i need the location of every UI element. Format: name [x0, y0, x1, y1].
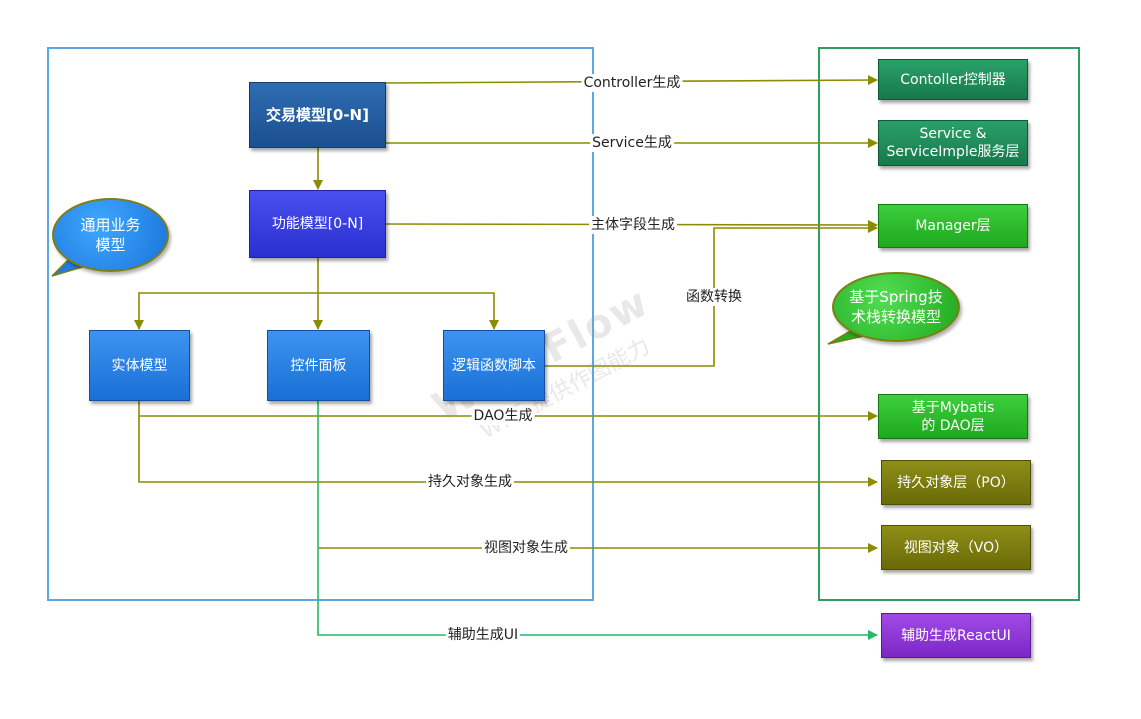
spring-stack-callout: 基于Spring技 术栈转换模型: [832, 272, 960, 342]
logic-script-node[interactable]: 逻辑函数脚本: [443, 330, 545, 401]
control-panel-node[interactable]: 控件面板: [267, 330, 370, 401]
service-gen-label: Service生成: [590, 134, 674, 152]
dao-gen-label: DAO生成: [471, 407, 535, 425]
function-model-node[interactable]: 功能模型[0-N]: [249, 190, 386, 258]
ui-gen-label: 辅助生成UI: [445, 626, 521, 644]
service-layer-node[interactable]: Service & ServiceImple服务层: [878, 120, 1028, 166]
po-gen-label: 持久对象生成: [426, 473, 514, 491]
edge-to-entity: [134, 292, 318, 330]
vo-gen-label: 视图对象生成: [482, 539, 570, 557]
manager-layer-node[interactable]: Manager层: [878, 204, 1028, 248]
controller-gen-label: Controller生成: [581, 74, 683, 92]
controller-layer-node[interactable]: Contoller控制器: [878, 59, 1028, 100]
spring-stack-frame: [818, 47, 1080, 601]
general-business-text: 通用业务 模型: [80, 216, 141, 254]
trade-model-node[interactable]: 交易模型[0-N]: [249, 82, 386, 148]
edge-to-logic: [318, 292, 499, 330]
entity-model-node[interactable]: 实体模型: [89, 330, 190, 401]
po-layer-node[interactable]: 持久对象层（PO）: [881, 460, 1031, 505]
edge-panel-to-react: [317, 401, 878, 640]
dao-layer-node[interactable]: 基于Mybatis 的 DAO层: [878, 394, 1028, 439]
general-business-callout: 通用业务 模型: [52, 198, 169, 272]
func-convert-label: 函数转换: [684, 288, 744, 306]
spring-stack-text: 基于Spring技 术栈转换模型: [849, 288, 943, 326]
main-field-gen-label: 主体字段生成: [589, 216, 677, 234]
general-model-frame: [47, 47, 594, 601]
react-ui-node[interactable]: 辅助生成ReactUI: [881, 613, 1031, 658]
vo-layer-node[interactable]: 视图对象（VO）: [881, 525, 1031, 570]
edge-entity-to-po: [138, 416, 878, 487]
